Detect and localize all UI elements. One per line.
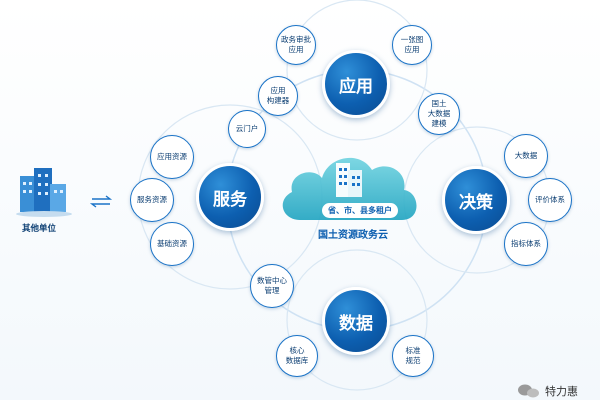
leaf-app-builder[interactable]: 应用 构建器	[258, 76, 298, 116]
leaf-big-data-label: 大数据	[514, 151, 538, 160]
leaf-service-resource[interactable]: 服务资源	[130, 178, 174, 222]
hub-decision[interactable]: 决策	[442, 166, 510, 234]
leaf-cloud-portal-label: 云门户	[235, 124, 259, 133]
leaf-land-bigdata-line1: 国土	[431, 99, 447, 108]
leaf-core-db-line1: 核心	[289, 346, 305, 355]
hub-data-label: 数据	[339, 313, 373, 334]
leaf-index-system-label: 指标体系	[511, 239, 541, 248]
leaf-data-center-mgmt-line2: 管理	[264, 286, 280, 295]
leaf-core-db-line2: 数据库	[285, 356, 309, 365]
other-units-label: 其他单位	[22, 224, 57, 234]
leaf-land-bigdata[interactable]: 国土 大数据 建模	[418, 93, 460, 135]
hub-data[interactable]: 数据	[322, 287, 390, 355]
cloud-title: 国土资源政务云	[318, 230, 388, 241]
leaf-app-resource-label: 应用资源	[157, 152, 187, 161]
leaf-core-db[interactable]: 核心 数据库	[276, 335, 318, 377]
leaf-gov-approval[interactable]: 政务审批 应用	[276, 25, 316, 65]
cloud-tenant-pill: 省、市、县多租户	[322, 203, 398, 218]
hub-service-label: 服务	[213, 189, 247, 210]
leaf-gov-approval-line1: 政务审批	[281, 35, 311, 44]
hub-decision-label: 决策	[459, 192, 493, 213]
leaf-eval-system-label: 评价体系	[535, 195, 565, 204]
leaf-standard-spec[interactable]: 标准 规范	[392, 335, 434, 377]
leaf-gov-approval-line2: 应用	[288, 45, 304, 54]
leaf-one-map-line2: 应用	[404, 45, 420, 54]
leaf-standard-spec-line2: 规范	[405, 356, 421, 365]
leaf-base-resource[interactable]: 基础资源	[150, 222, 194, 266]
data-orbit-ring	[286, 249, 428, 391]
other-units-building-icon	[16, 168, 72, 217]
exchange-arrows-icon	[89, 195, 113, 208]
leaf-app-resource[interactable]: 应用资源	[150, 135, 194, 179]
hub-app-label: 应用	[339, 76, 373, 97]
leaf-land-bigdata-line3: 建模	[431, 119, 447, 128]
leaf-one-map[interactable]: 一张图 应用	[392, 25, 432, 65]
leaf-cloud-portal[interactable]: 云门户	[228, 110, 266, 148]
wechat-logo-icon	[518, 384, 539, 398]
leaf-one-map-line1: 一张图	[400, 35, 424, 44]
leaf-index-system[interactable]: 指标体系	[504, 222, 548, 266]
app-orbit-ring	[286, 0, 428, 141]
watermark-text: 特力惠	[545, 385, 578, 398]
leaf-service-resource-label: 服务资源	[137, 195, 167, 204]
leaf-app-builder-line1: 应用	[270, 86, 286, 95]
leaf-app-builder-line2: 构建器	[266, 96, 290, 105]
leaf-land-bigdata-line2: 大数据	[427, 109, 451, 118]
leaf-data-center-mgmt-line1: 数管中心	[257, 276, 287, 285]
leaf-base-resource-label: 基础资源	[157, 239, 187, 248]
hub-app[interactable]: 应用	[322, 50, 390, 118]
leaf-standard-spec-line1: 标准	[405, 346, 421, 355]
leaf-eval-system[interactable]: 评价体系	[528, 178, 572, 222]
cloud-building-icon	[336, 163, 362, 197]
leaf-data-center-mgmt[interactable]: 数管中心 管理	[250, 264, 294, 308]
leaf-big-data[interactable]: 大数据	[504, 134, 548, 178]
hub-service[interactable]: 服务	[196, 163, 264, 231]
